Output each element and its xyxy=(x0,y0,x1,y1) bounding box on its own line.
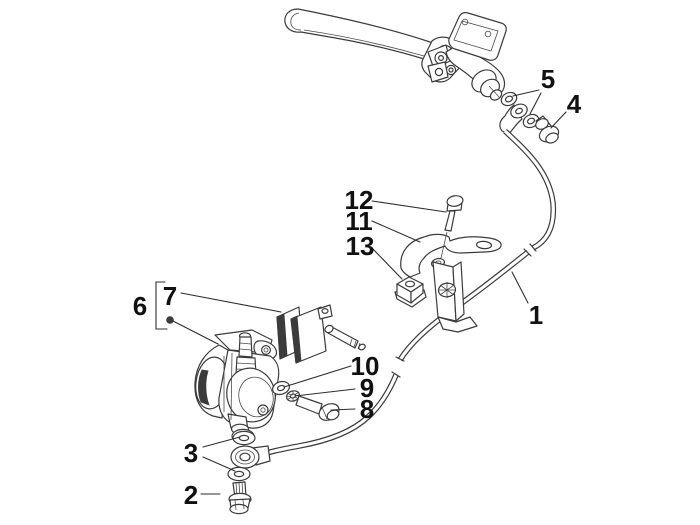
callout-10: 10 xyxy=(351,351,380,381)
pad-pin xyxy=(324,324,366,351)
leader-11 xyxy=(371,220,421,243)
leader-8 xyxy=(330,408,356,411)
callout-6: 6 xyxy=(133,291,147,321)
leader-12 xyxy=(371,200,447,213)
leader-lines xyxy=(155,89,567,495)
leader-13 xyxy=(370,246,403,280)
outlet-port xyxy=(471,69,503,101)
brake-caliper xyxy=(194,329,280,435)
caliper-bolt xyxy=(295,395,340,421)
callout-9: 9 xyxy=(360,373,374,403)
hose-bracket xyxy=(400,233,502,333)
reservoir xyxy=(448,12,507,61)
bracket-screw xyxy=(440,195,464,259)
upper-banjo-bolt xyxy=(535,115,560,144)
callout-3: 3 xyxy=(184,438,198,468)
callout-2: 2 xyxy=(184,480,198,510)
callout-7: 7 xyxy=(163,281,177,311)
brake-pads xyxy=(276,304,333,364)
leader-3 xyxy=(202,436,241,472)
callout-5: 5 xyxy=(541,64,555,94)
lower-banjo-fitting xyxy=(230,445,271,469)
callout-11: 11 xyxy=(345,206,373,236)
leader-5 xyxy=(512,89,542,115)
upper-banjo-fitting xyxy=(499,103,528,135)
callout-13: 13 xyxy=(346,231,375,261)
leader-7 xyxy=(180,292,282,313)
leader-4 xyxy=(550,111,567,129)
callout-1: 1 xyxy=(529,300,543,330)
master-cylinder xyxy=(427,12,507,101)
leader-9 xyxy=(294,388,356,397)
callout-12: 12 xyxy=(345,185,374,215)
leader-10 xyxy=(283,365,352,388)
leader-6-bracket xyxy=(155,281,168,330)
callout-8: 8 xyxy=(360,394,374,424)
lock-washer xyxy=(285,390,301,402)
callout-4: 4 xyxy=(567,89,582,119)
clip-nut xyxy=(394,276,427,308)
leader-1 xyxy=(511,271,529,304)
screw-axis-line xyxy=(440,231,448,259)
callouts: 1 2 3 4 5 6 7 8 9 10 11 12 13 xyxy=(133,64,582,510)
leader-6-dot xyxy=(166,316,174,324)
bracket-star-hole xyxy=(437,282,457,298)
lower-banjo-bolt xyxy=(228,481,252,515)
leader-6 xyxy=(172,320,219,345)
